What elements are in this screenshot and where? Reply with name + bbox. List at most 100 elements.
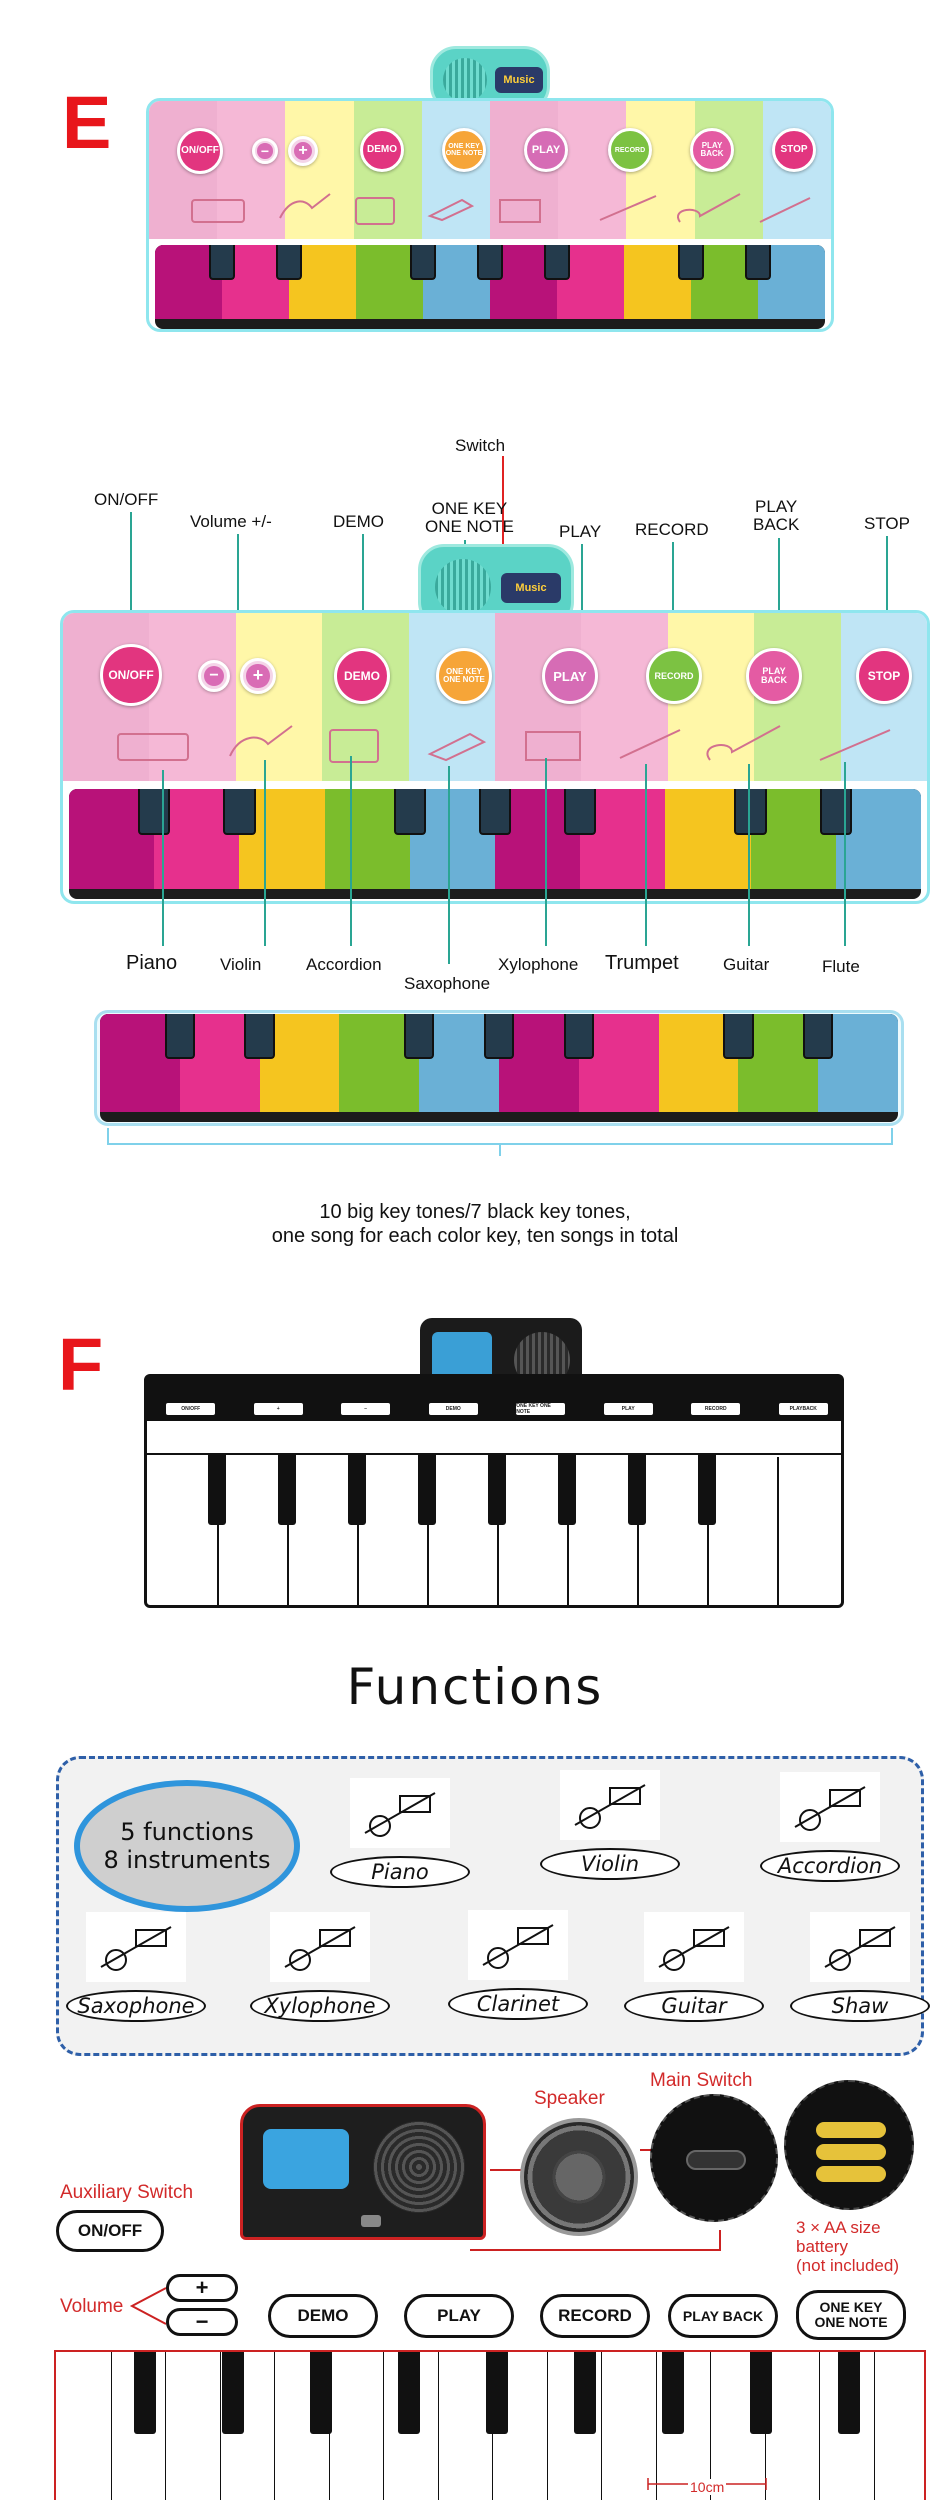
black-key[interactable] [404,1014,435,1060]
white-key[interactable] [437,2352,439,2500]
f-control-tab[interactable]: RECORD [691,1403,741,1415]
black-key[interactable] [209,245,235,281]
white-key[interactable] [383,2352,384,2500]
f-control-tab[interactable]: + [253,1403,303,1415]
playback-button-2[interactable]: PLAY BACK [746,648,802,704]
battery-closeup [784,2080,914,2210]
black-key[interactable] [278,1455,296,1525]
black-key[interactable] [244,1014,275,1060]
demo-button-2[interactable]: DEMO [334,648,390,704]
black-key[interactable] [488,1455,506,1525]
onoff-button[interactable]: ON/OFF [177,128,223,174]
black-key[interactable] [410,245,436,281]
play-button[interactable]: PLAY [524,128,568,172]
black-key[interactable] [745,245,771,281]
volume-plus-pill[interactable]: + [166,2274,238,2302]
white-key[interactable] [601,2352,602,2500]
white-key[interactable] [274,2352,275,2500]
playback-pill[interactable]: PLAY BACK [668,2294,778,2338]
white-key[interactable] [710,2352,711,2500]
black-key[interactable] [698,1455,716,1525]
black-key[interactable] [478,789,512,836]
main-switch-toggle[interactable] [686,2150,746,2170]
f-control-tab[interactable]: ONE KEY ONE NOTE [516,1403,566,1415]
f-control-tab[interactable]: PLAYBACK [778,1403,828,1415]
volume-down-button[interactable]: − [252,138,278,164]
volume-minus-pill[interactable]: − [166,2308,238,2336]
black-key[interactable] [628,1455,646,1525]
black-key[interactable] [803,1014,834,1060]
record-pill[interactable]: RECORD [540,2294,650,2338]
black-key[interactable] [574,2352,596,2434]
white-key[interactable] [546,2352,548,2500]
band-segment [149,613,236,781]
white-key[interactable] [819,2352,820,2500]
white-key[interactable] [287,1457,289,1605]
black-key[interactable] [723,1014,754,1060]
black-key[interactable] [678,245,704,281]
play-button-2[interactable]: PLAY [542,648,598,704]
record-button-2[interactable]: RECORD [646,648,702,704]
black-key[interactable] [486,2352,508,2434]
onoff-pill[interactable]: ON/OFF [56,2210,164,2252]
aux-switch-knob[interactable] [361,2215,381,2227]
black-key[interactable] [558,1455,576,1525]
black-key[interactable] [223,789,256,836]
f-control-tab[interactable]: ON/OFF [166,1403,216,1415]
black-key[interactable] [544,245,570,281]
black-key[interactable] [208,1455,226,1525]
volume-down-button-2[interactable]: − [198,660,230,692]
white-key[interactable] [497,1457,499,1605]
black-key[interactable] [310,2352,332,2434]
black-key[interactable] [134,2352,156,2434]
demo-pill[interactable]: DEMO [268,2294,378,2338]
white-key[interactable] [217,1457,219,1605]
play-pill[interactable]: PLAY [404,2294,514,2338]
black-key[interactable] [662,2352,684,2434]
black-key[interactable] [734,789,767,836]
white-key[interactable] [165,2352,166,2500]
record-button[interactable]: RECORD [608,128,652,172]
white-key[interactable] [873,2352,875,2500]
trumpet-icon [427,198,475,222]
white-key[interactable] [357,1457,359,1605]
white-key[interactable] [567,1457,569,1605]
keyboard-caption: 10 big key tones/7 black key tones, one … [271,1201,679,1247]
white-key[interactable] [707,1457,709,1605]
demo-button[interactable]: DEMO [360,128,404,172]
black-key[interactable] [418,1455,436,1525]
black-key[interactable] [564,789,597,836]
black-key[interactable] [393,789,426,836]
stop-button-2[interactable]: STOP [856,648,912,704]
black-key[interactable] [164,1014,195,1060]
black-key[interactable] [348,1455,366,1525]
black-key[interactable] [222,2352,244,2434]
volume-up-button[interactable]: + [288,136,318,166]
f-control-tab[interactable]: DEMO [428,1403,478,1415]
f-control-tab[interactable]: PLAY [603,1403,653,1415]
black-key[interactable] [819,789,852,836]
black-key[interactable] [477,245,503,281]
black-key[interactable] [276,245,302,281]
black-key[interactable] [563,1014,594,1060]
volume-up-button-2[interactable]: + [240,658,276,694]
playback-button[interactable]: PLAY BACK [690,128,734,172]
white-key[interactable] [655,2352,657,2500]
onoff-button-2[interactable]: ON/OFF [100,644,162,706]
black-key[interactable] [138,789,171,836]
stop-button[interactable]: STOP [772,128,816,172]
black-key[interactable] [398,2352,420,2434]
piano-label: Piano [126,952,178,974]
black-key[interactable] [483,1014,515,1060]
white-key[interactable] [777,1457,779,1605]
onekey-button-2[interactable]: ONE KEY ONE NOTE [436,648,492,704]
black-key[interactable] [750,2352,772,2434]
white-key[interactable] [427,1457,429,1605]
white-key[interactable] [637,1457,639,1605]
white-key[interactable] [110,2352,112,2500]
f-control-tab[interactable]: − [341,1403,391,1415]
white-key[interactable] [219,2352,221,2500]
black-key[interactable] [838,2352,860,2434]
onekey-button[interactable]: ONE KEY ONE NOTE [442,128,486,172]
